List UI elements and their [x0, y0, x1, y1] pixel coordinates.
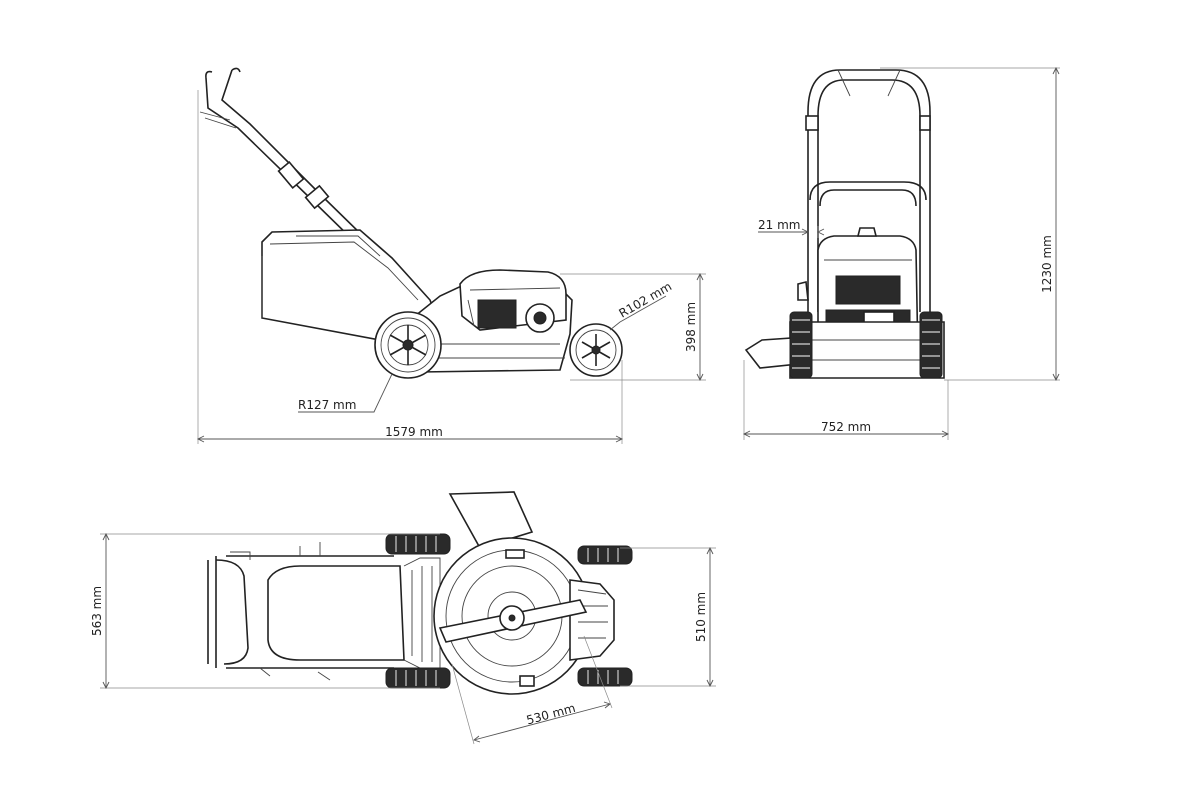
top-overall-width-dimension [100, 532, 440, 690]
top-overall-width-label: 563 mm [90, 586, 104, 636]
top-front-left-wheel [577, 545, 633, 565]
front-view: 752 mm 1230 mm 21 mm [742, 66, 1060, 440]
rear-radius-label: R127 mm [298, 398, 356, 412]
front-radius-leader [609, 295, 667, 331]
front-offset-dimension [758, 226, 825, 238]
top-front-right-wheel [577, 667, 633, 687]
front-right-wheel [919, 311, 943, 379]
side-length-label: 1579 mm [385, 425, 443, 439]
top-deck-width-dimension [620, 546, 716, 688]
side-length-dimension [196, 90, 624, 444]
top-handle-grip [207, 556, 217, 668]
front-handle-crossbar [809, 181, 927, 201]
side-handle [205, 77, 401, 287]
front-left-wheel [789, 311, 813, 379]
front-width-dimension [742, 360, 950, 440]
front-handle-outer [807, 69, 931, 312]
top-view: 563 mm 510 mm 530 mm [90, 491, 716, 745]
front-height-label: 1230 mm [1040, 235, 1054, 293]
front-width-label: 752 mm [821, 420, 871, 434]
top-deck-width-label: 510 mm [694, 592, 708, 642]
top-grass-bag [267, 565, 405, 661]
front-offset-label: 21 mm [758, 218, 800, 232]
rear-radius-leader [298, 373, 393, 413]
front-radius-label: R102 mm [617, 279, 675, 320]
top-cutting-width-label: 530 mm [525, 701, 577, 727]
top-cutting-width-dimension [451, 635, 613, 745]
side-front-wheel [569, 323, 623, 377]
top-side-chute [448, 491, 534, 549]
top-handle-rails [226, 555, 394, 669]
side-view: 1579 mm 398 mm R127 mm R102 mm [196, 67, 706, 444]
side-rear-wheel [374, 311, 442, 379]
side-height-label: 398 mm [684, 302, 698, 352]
side-height-dimension [560, 272, 706, 382]
front-height-dimension [880, 66, 1060, 382]
side-handle-rail [221, 69, 411, 283]
